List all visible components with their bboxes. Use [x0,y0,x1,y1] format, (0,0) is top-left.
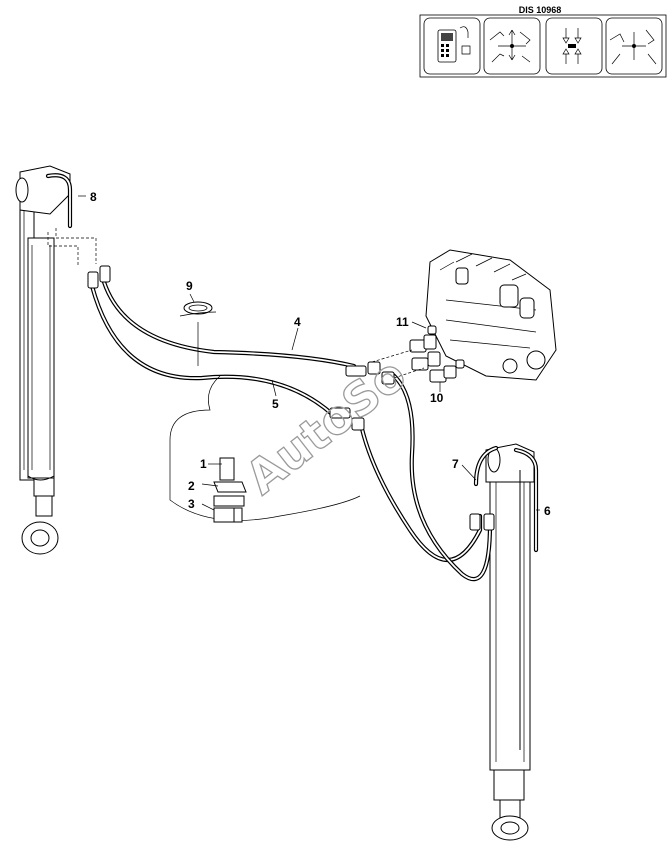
watermark: AutoSo [236,347,416,504]
reference-label: DIS 10968 [519,5,562,15]
clamp-9 [179,301,217,366]
right-cylinder [473,443,539,841]
callout-7: 7 [452,457,459,471]
control-valve [425,249,557,381]
stabilizer-controls-icon [545,17,603,75]
detail-bubble [169,375,361,523]
control-panel-icon [423,17,481,75]
reference-panel: DIS 10968 [419,5,667,78]
callout-4: 4 [294,315,301,329]
loader-arms-icon [605,17,663,75]
callout-6: 6 [544,504,551,518]
hoses [87,265,495,582]
left-cylinder [15,165,71,555]
callout-10: 10 [430,391,444,405]
callout-2: 2 [188,479,195,493]
fittings [409,325,465,383]
backhoe-boom-controls-icon [483,17,541,75]
callout-5: 5 [272,397,279,411]
callout-3: 3 [188,497,195,511]
callout-1: 1 [200,457,207,471]
callout-9: 9 [186,279,193,293]
callout-8: 8 [90,190,97,204]
leader-lines [78,195,540,511]
callout-11: 11 [396,315,409,329]
tube-8 [45,173,97,266]
